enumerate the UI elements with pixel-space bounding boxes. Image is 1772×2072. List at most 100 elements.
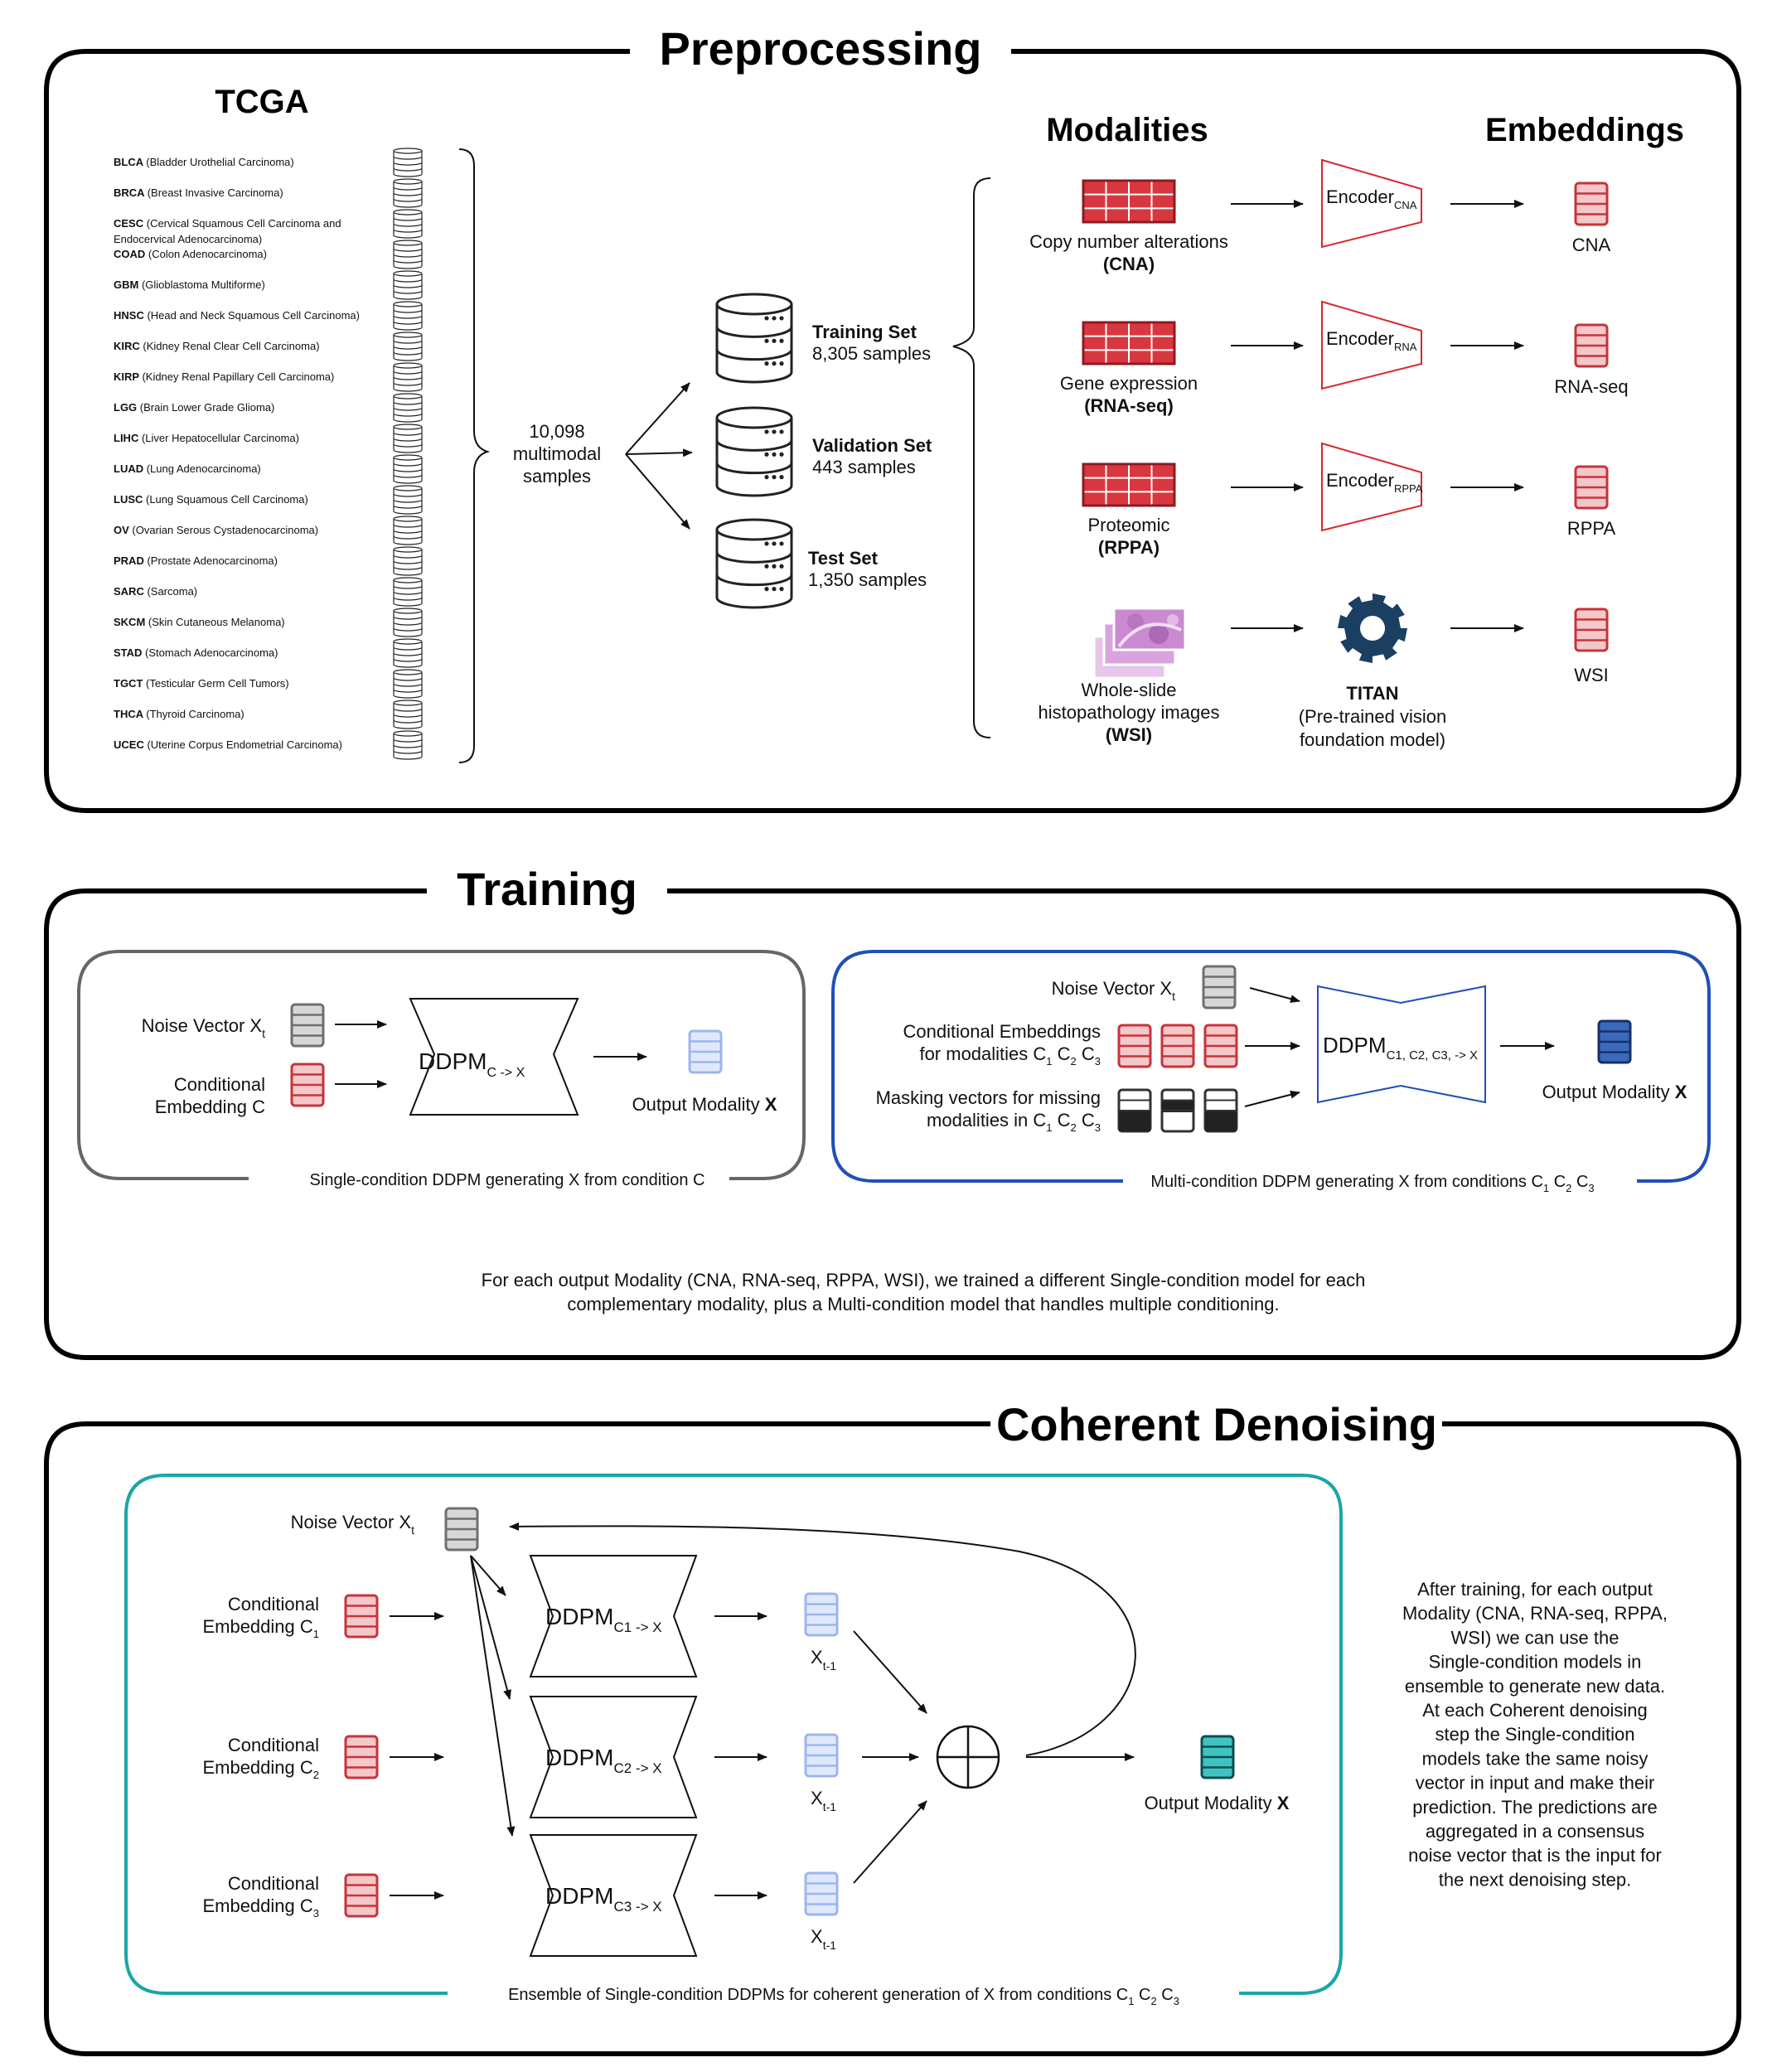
description-line: ensemble to generate new data. bbox=[1405, 1676, 1665, 1697]
multi-noise-arrow bbox=[1249, 987, 1300, 1003]
training-note-line2: complementary modality, plus a Multi-con… bbox=[567, 1294, 1279, 1314]
database-icon bbox=[393, 454, 423, 484]
ddpm-label: DDPMC2 -> X bbox=[545, 1745, 662, 1776]
coherent-cond-line1: Conditional bbox=[228, 1594, 319, 1615]
coherent-cond-line2: Embedding C1 bbox=[202, 1616, 319, 1640]
database-icon bbox=[393, 516, 423, 545]
cancer-type-item-cont: Endocervical Adenocarcinoma) bbox=[114, 233, 262, 245]
training-section: Training Single-condition DDPM generatin… bbox=[44, 862, 1741, 1360]
description-line: prediction. The predictions are bbox=[1412, 1797, 1658, 1818]
encoder-shape bbox=[1321, 158, 1422, 249]
embedding-label: RPPA bbox=[1567, 518, 1616, 539]
cancer-type-item: UCEC (Uterine Corpus Endometrial Carcino… bbox=[114, 738, 342, 751]
multi-mask-line2: modalities in C1 C2 C3 bbox=[927, 1110, 1101, 1134]
database-icon bbox=[393, 393, 423, 423]
cancer-type-item: BRCA (Breast Invasive Carcinoma) bbox=[114, 186, 283, 199]
cancer-type-item: PRAD (Prostate Adenocarcinoma) bbox=[114, 554, 278, 567]
description-line: aggregated in a consensus bbox=[1426, 1821, 1644, 1842]
gear-icon bbox=[1338, 593, 1407, 663]
ddpm-shape bbox=[529, 1555, 698, 1677]
description-line: At each Coherent denoising bbox=[1422, 1700, 1648, 1721]
cancer-type-item: KIRP (Kidney Renal Papillary Cell Carcin… bbox=[114, 370, 334, 383]
titan-desc-line1: (Pre-trained vision bbox=[1299, 706, 1447, 727]
titan-desc-line2: foundation model) bbox=[1300, 729, 1445, 750]
training-database-icon bbox=[715, 293, 793, 384]
cancer-type-item: SARC (Sarcoma) bbox=[114, 585, 197, 598]
cancer-type-item: TGCT (Testicular Germ Cell Tumors) bbox=[114, 677, 289, 690]
description-line: Single-condition models in bbox=[1429, 1652, 1642, 1673]
prediction-icon bbox=[804, 1871, 839, 1916]
encoder-label: EncoderRNA bbox=[1326, 328, 1417, 353]
coherent-frame bbox=[44, 1421, 1741, 2056]
database-icon bbox=[393, 362, 423, 392]
single-condition-frame bbox=[77, 950, 806, 1180]
condition-embedding-icon bbox=[344, 1594, 379, 1639]
wsi-label-line1: Whole-slide bbox=[1082, 680, 1177, 700]
cancer-type-item: HNSC (Head and Neck Squamous Cell Carcin… bbox=[114, 309, 360, 322]
wsi-label-line3: (WSI) bbox=[1106, 724, 1152, 745]
modality-abbrev: (CNA) bbox=[1103, 254, 1155, 274]
ddpm-shape bbox=[529, 1696, 698, 1818]
ddpm-label: DDPMC3 -> X bbox=[545, 1883, 662, 1915]
multi-output-label: Output Modality X bbox=[1542, 1082, 1687, 1102]
description-line: Modality (CNA, RNA-seq, RPPA, bbox=[1402, 1603, 1668, 1624]
modalities-brace bbox=[952, 177, 991, 738]
prediction-icon bbox=[804, 1733, 839, 1778]
multi-mask-arrow bbox=[1244, 1090, 1300, 1107]
xt1-label: Xt-1 bbox=[811, 1788, 836, 1813]
description-line: vector in input and make their bbox=[1416, 1773, 1655, 1794]
embedding-icon bbox=[1574, 182, 1609, 226]
cancer-type-item: LUAD (Lung Adenocarcinoma) bbox=[114, 462, 261, 475]
database-icon bbox=[393, 485, 423, 515]
condition-embedding-icon bbox=[1160, 1024, 1195, 1068]
encoder-label: EncoderCNA bbox=[1326, 186, 1417, 211]
loop-back-arrow bbox=[509, 1522, 1136, 1756]
description-line: noise vector that is the input for bbox=[1408, 1845, 1662, 1866]
single-ddpm-shape bbox=[409, 998, 579, 1116]
mask-vector-icon bbox=[1117, 1088, 1152, 1133]
encoder-shape bbox=[1321, 442, 1422, 532]
database-icon bbox=[393, 577, 423, 607]
split-val-name: Validation Set bbox=[812, 435, 932, 456]
embedding-icon bbox=[1574, 465, 1609, 510]
modality-abbrev: (RNA-seq) bbox=[1084, 395, 1174, 416]
split-arrow-val bbox=[625, 448, 693, 457]
coherent-cond-line1: Conditional bbox=[228, 1873, 319, 1894]
wsi-slides-icon bbox=[1092, 607, 1187, 680]
total-samples-line3: samples bbox=[523, 466, 591, 487]
single-cond-line2: Embedding C bbox=[155, 1097, 265, 1117]
xt1-label: Xt-1 bbox=[811, 1926, 836, 1952]
mask-vector-icon bbox=[1160, 1088, 1195, 1133]
noise-arrow-2 bbox=[470, 1555, 511, 1700]
description-line: After training, for each output bbox=[1417, 1579, 1653, 1600]
tcga-title: TCGA bbox=[215, 84, 308, 120]
encoder-shape bbox=[1321, 300, 1422, 390]
multi-noise-label: Noise Vector Xt bbox=[1052, 978, 1176, 1003]
database-icon bbox=[393, 240, 423, 269]
split-train-count: 8,305 samples bbox=[812, 343, 931, 364]
mask-vector-icon bbox=[1203, 1088, 1238, 1133]
cancer-type-item: STAD (Stomach Adenocarcinoma) bbox=[114, 646, 278, 659]
output-modality-icon bbox=[1200, 1735, 1235, 1779]
coherent-section: Coherent Denoising Ensemble of Single-co… bbox=[44, 1397, 1741, 2056]
ensemble-caption: Ensemble of Single-condition DDPMs for c… bbox=[508, 1986, 1179, 2007]
embedding-label: RNA-seq bbox=[1554, 376, 1628, 397]
preprocessing-frame bbox=[44, 49, 1741, 813]
agg-arrow-1 bbox=[853, 1630, 927, 1714]
modality-grid-icon bbox=[1082, 462, 1176, 507]
modality-label: Copy number alterations bbox=[1029, 231, 1228, 252]
condition-embedding-icon bbox=[1117, 1024, 1152, 1068]
database-icon bbox=[393, 638, 423, 668]
ensemble-frame bbox=[124, 1474, 1343, 1995]
modality-abbrev: (RPPA) bbox=[1098, 537, 1160, 558]
split-arrow-train bbox=[625, 382, 690, 455]
prediction-icon bbox=[804, 1592, 839, 1637]
multi-mask-line1: Masking vectors for missing bbox=[876, 1087, 1101, 1108]
database-icon bbox=[393, 700, 423, 729]
description-line: step the Single-condition bbox=[1436, 1724, 1635, 1745]
cancer-type-item: GBM (Glioblastoma Multiforme) bbox=[114, 278, 265, 291]
test-database-icon bbox=[715, 518, 793, 609]
ddpm-label: DDPMC1 -> X bbox=[545, 1604, 662, 1635]
training-title: Training bbox=[457, 863, 637, 915]
cancer-type-item: LUSC (Lung Squamous Cell Carcinoma) bbox=[114, 493, 308, 506]
